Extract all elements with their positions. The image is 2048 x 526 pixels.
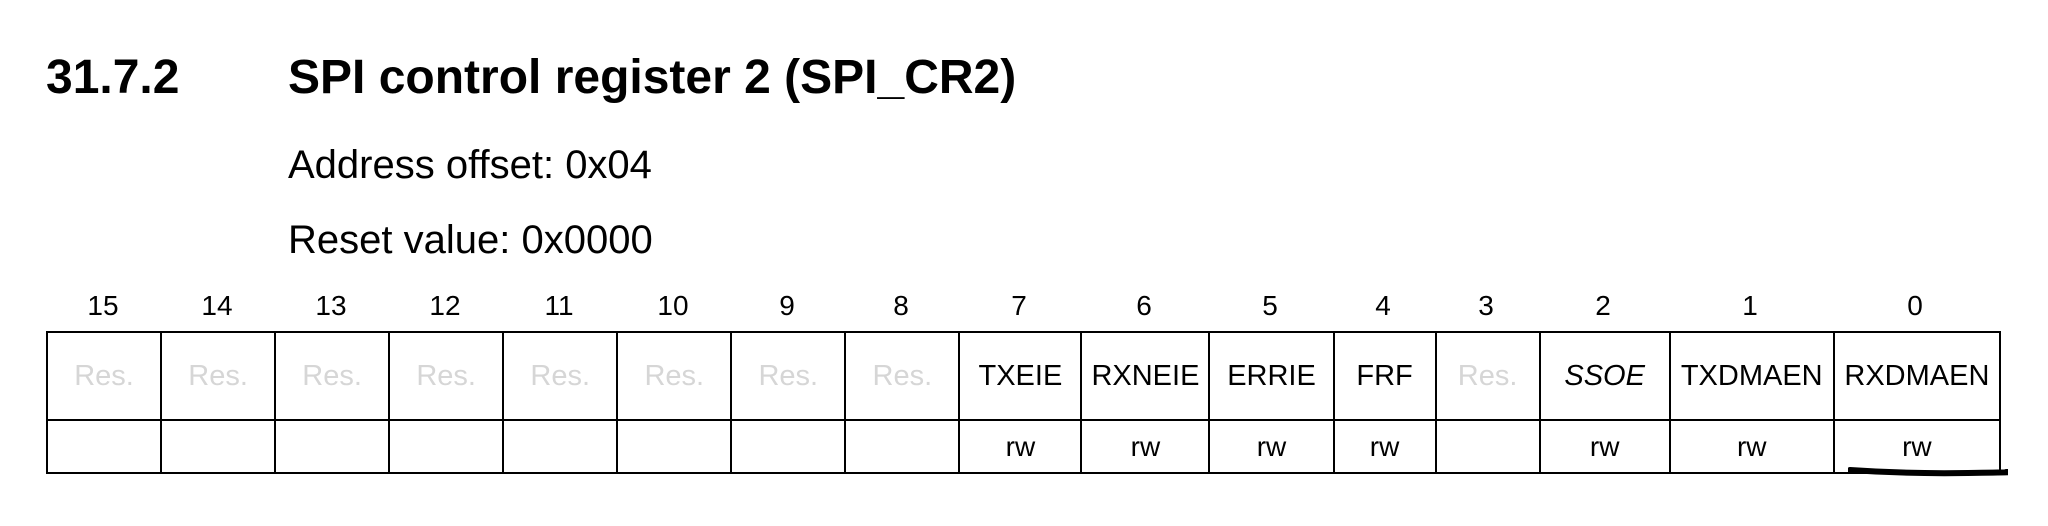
field-name-cell: ERRIE [1208, 331, 1335, 421]
reserved-field-cell: Res. [160, 331, 277, 421]
underline-pen-mark [1848, 467, 2008, 477]
access-cell: rw [1208, 419, 1335, 474]
address-offset: Address offset: 0x04 [288, 143, 652, 187]
bit-number: 6 [1136, 290, 1152, 321]
bit-number: 15 [87, 290, 119, 321]
bit-number: 3 [1478, 290, 1494, 321]
access-cell [1434, 419, 1541, 474]
access-cell: rw [1538, 419, 1671, 474]
bit-number: 10 [657, 290, 689, 321]
bit-number: 7 [1011, 290, 1027, 321]
bit-number: 1 [1742, 290, 1758, 321]
access-cell [274, 419, 391, 474]
access-cell [388, 419, 505, 474]
access-cell [616, 419, 733, 474]
section-title: SPI control register 2 (SPI_CR2) [288, 51, 1017, 104]
bit-number: 8 [893, 290, 909, 321]
access-cell [45, 419, 163, 474]
field-name-cell: TXDMAEN [1668, 331, 1835, 421]
reserved-field-cell: Res. [45, 331, 163, 421]
reserved-field-cell: Res. [502, 331, 619, 421]
reserved-field-cell: Res. [616, 331, 733, 421]
bit-number: 0 [1907, 290, 1923, 321]
access-cell: rw [1668, 419, 1835, 474]
reserved-field-cell: Res. [274, 331, 391, 421]
reset-value: Reset value: 0x0000 [288, 218, 653, 262]
access-cell: rw [958, 419, 1083, 474]
bit-number: 13 [315, 290, 347, 321]
access-cell [160, 419, 277, 474]
bit-number: 11 [544, 290, 574, 321]
access-cell [844, 419, 961, 474]
access-cell: rw [1832, 419, 2002, 474]
access-cell [730, 419, 847, 474]
field-name-cell: TXEIE [958, 331, 1083, 421]
section-number: 31.7.2 [46, 51, 180, 104]
field-name-cell: FRF [1332, 331, 1437, 421]
bit-number: 12 [429, 290, 461, 321]
bit-number: 14 [201, 290, 233, 321]
access-cell: rw [1332, 419, 1437, 474]
bit-number: 4 [1375, 290, 1391, 321]
reserved-field-cell: Res. [1434, 331, 1541, 421]
field-name-cell: RXDMAEN [1832, 331, 2002, 421]
field-name-cell: RXNEIE [1080, 331, 1211, 421]
reserved-field-cell: Res. [388, 331, 505, 421]
reserved-field-cell: Res. [844, 331, 961, 421]
reserved-field-cell: Res. [730, 331, 847, 421]
field-name-cell: SSOE [1538, 331, 1671, 421]
bit-number: 9 [779, 290, 795, 321]
access-cell [502, 419, 619, 474]
bit-number: 2 [1595, 290, 1611, 321]
bit-number: 5 [1262, 290, 1278, 321]
access-cell: rw [1080, 419, 1211, 474]
